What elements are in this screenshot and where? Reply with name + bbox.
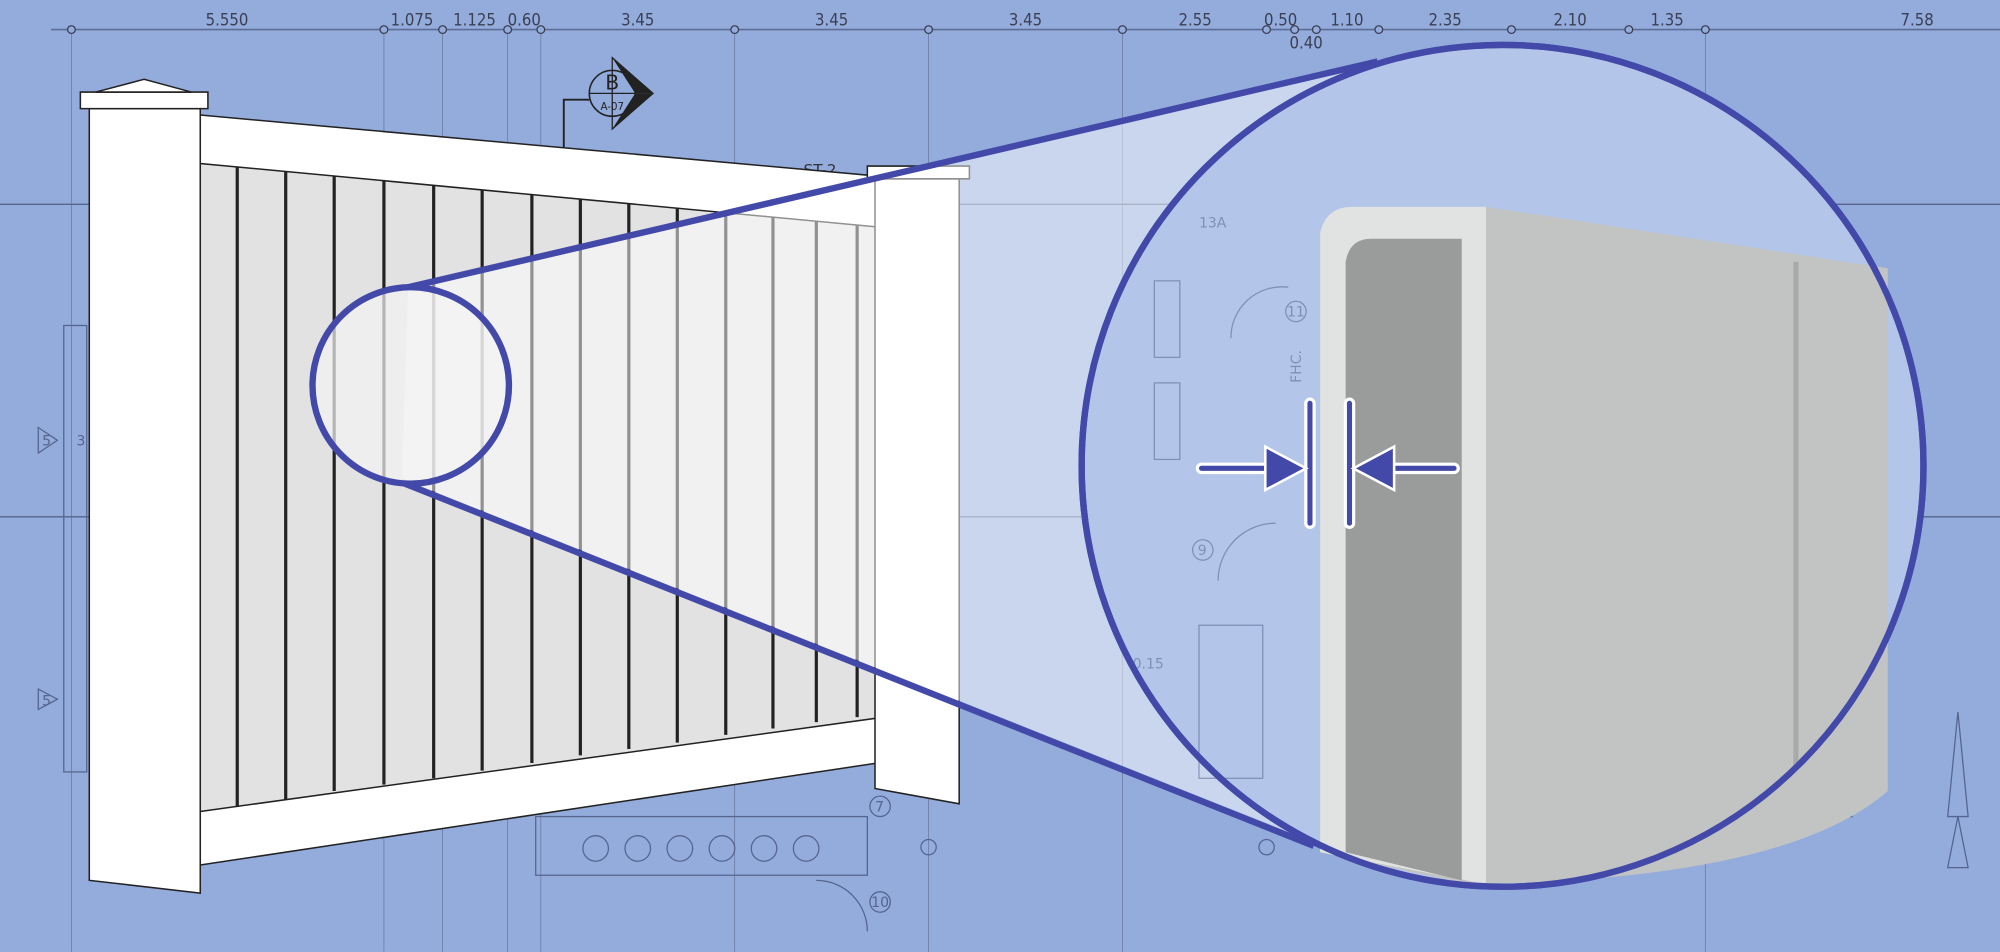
dimension-label: 3.45 xyxy=(1009,11,1042,30)
dimension-label: 1.10 xyxy=(1330,11,1363,30)
elevation-label: 0.15 xyxy=(1133,657,1164,673)
tag-label: 3 xyxy=(77,433,86,449)
dimension-label: 3.45 xyxy=(621,11,654,30)
dimension-label: 0.40 xyxy=(1290,34,1323,53)
dimension-label: 1.075 xyxy=(391,11,434,30)
section-letter: B xyxy=(605,71,619,95)
dimension-label: 2.35 xyxy=(1429,11,1462,30)
room-label: 9 xyxy=(1198,543,1207,559)
room-label: 13A xyxy=(1199,215,1227,231)
magnifier: 13A 11 FHC. 9 0.15 xyxy=(309,41,1927,890)
dimension-label: 0.50 xyxy=(1264,11,1297,30)
post-cross-section xyxy=(1320,206,1888,885)
tag-label: 5 xyxy=(42,694,51,710)
dimension-label: 5.550 xyxy=(206,11,249,30)
dimension-label: 0.60 xyxy=(508,11,541,30)
tag-label: 5 xyxy=(42,433,51,449)
section-marker-icon: B A-07 xyxy=(562,56,655,154)
source-lens xyxy=(309,284,513,487)
dimension-label: 1.35 xyxy=(1650,11,1683,30)
section-sheet: A-07 xyxy=(601,102,624,113)
dimension-label: 1.125 xyxy=(453,11,496,30)
room-label: 7 xyxy=(875,799,884,815)
dimension-label: 3.45 xyxy=(815,11,848,30)
room-label: 10 xyxy=(871,895,889,911)
fhc-label: FHC. xyxy=(1289,350,1305,383)
dimension-label: 7.58 xyxy=(1900,11,1933,30)
wall-thickness-arrows-icon xyxy=(1195,397,1460,529)
room-label: 11 xyxy=(1287,305,1305,321)
dimension-label: 2.10 xyxy=(1554,11,1587,30)
dimension-label: 2.55 xyxy=(1179,11,1212,30)
